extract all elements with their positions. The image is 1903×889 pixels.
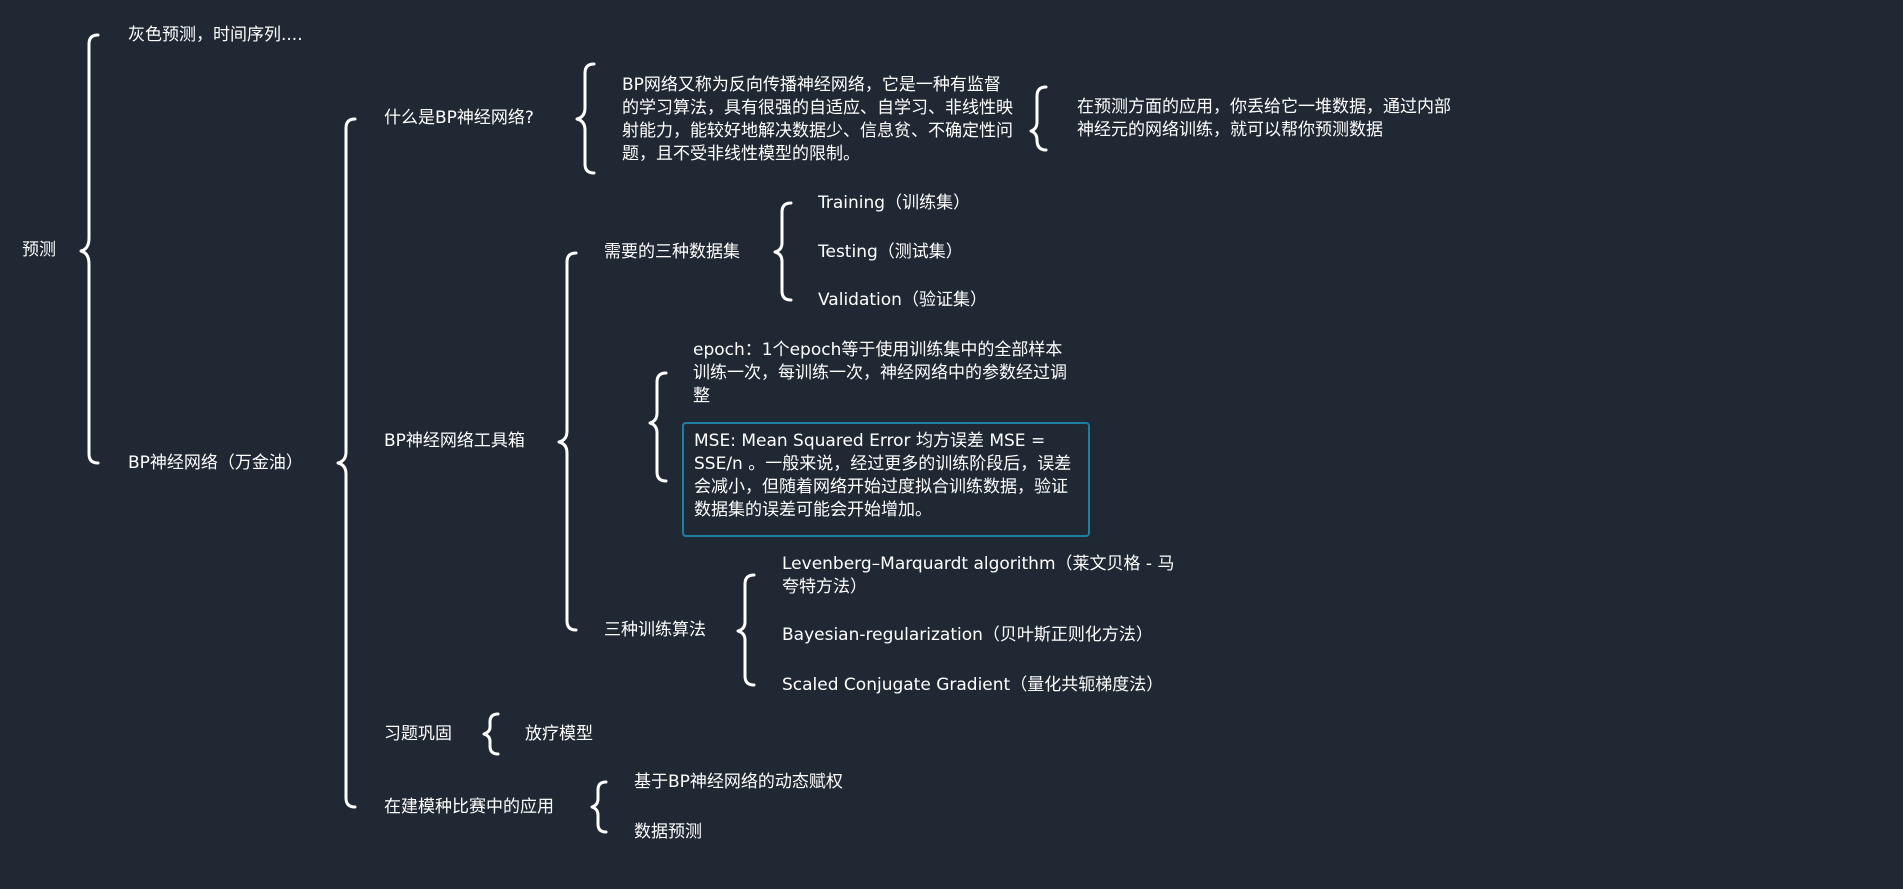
mse-note-node[interactable]: MSE: Mean Squared Error 均方误差 MSE = SSE/n… bbox=[682, 422, 1090, 537]
three-algorithms-node[interactable]: 三种训练算法 bbox=[604, 620, 706, 640]
brace-root bbox=[79, 33, 100, 465]
brace-algorithms bbox=[736, 573, 756, 687]
brace-definition bbox=[1029, 85, 1048, 152]
root-node[interactable]: 预测 bbox=[22, 240, 56, 260]
epoch-note-node[interactable]: epoch：1个epoch等于使用训练集中的全部样本训练一次，每训练一次，神经网… bbox=[693, 340, 1067, 406]
radiotherapy-model-node[interactable]: 放疗模型 bbox=[525, 724, 593, 744]
bayesian-node[interactable]: Bayesian-regularization（贝叶斯正则化方法） bbox=[782, 625, 1153, 645]
brace-datasets bbox=[773, 201, 793, 302]
three-datasets-node[interactable]: 需要的三种数据集 bbox=[604, 242, 740, 262]
prediction-application-node[interactable]: 在预测方面的应用，你丢给它一堆数据，通过内部神经元的网络训练，就可以帮你预测数据 bbox=[1077, 97, 1451, 140]
competition-application-node[interactable]: 在建模种比赛中的应用 bbox=[384, 797, 554, 817]
testing-set-node[interactable]: Testing（测试集） bbox=[818, 242, 963, 262]
lm-algorithm-node[interactable]: Levenberg–Marquardt algorithm（莱文贝格 - 马夸特… bbox=[782, 554, 1175, 597]
data-prediction-node[interactable]: 数据预测 bbox=[634, 822, 702, 842]
scg-node[interactable]: Scaled Conjugate Gradient（量化共轭梯度法） bbox=[782, 675, 1164, 695]
training-set-node[interactable]: Training（训练集） bbox=[818, 193, 971, 213]
exercise-node[interactable]: 习题巩固 bbox=[384, 724, 452, 744]
brace-toolbox-notes bbox=[648, 371, 668, 483]
brace-exercise bbox=[482, 712, 500, 756]
bp-network-node[interactable]: BP神经网络（万金油） bbox=[128, 453, 303, 473]
brace-bp-network bbox=[336, 117, 357, 809]
what-is-bp-node[interactable]: 什么是BP神经网络? bbox=[384, 108, 534, 128]
brace-what-is-bp bbox=[575, 62, 596, 175]
brace-competition bbox=[590, 780, 608, 834]
toolbox-node[interactable]: BP神经网络工具箱 bbox=[384, 431, 525, 451]
validation-set-node[interactable]: Validation（验证集） bbox=[818, 290, 987, 310]
bp-definition-node[interactable]: BP网络又称为反向传播神经网络，它是一种有监督的学习算法，具有很强的自适应、自学… bbox=[622, 75, 1013, 164]
brace-toolbox bbox=[557, 251, 578, 632]
gray-prediction-node[interactable]: 灰色预测，时间序列.... bbox=[128, 25, 303, 45]
dynamic-weighting-node[interactable]: 基于BP神经网络的动态赋权 bbox=[634, 772, 843, 792]
